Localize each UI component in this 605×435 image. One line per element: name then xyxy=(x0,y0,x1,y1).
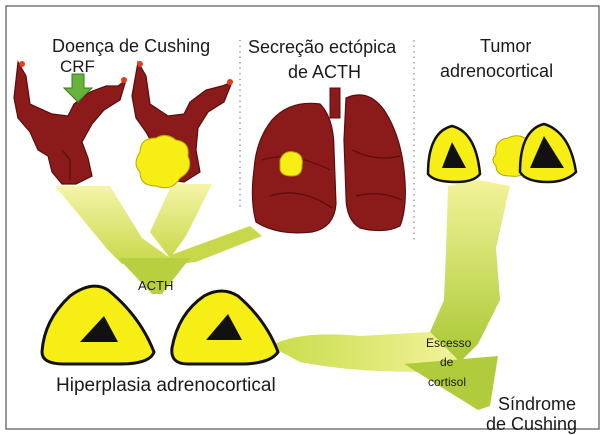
label-hyperplasia: Hiperplasia adrenocortical xyxy=(56,375,276,396)
label-cushing-disease: Doença de Cushing xyxy=(52,36,210,56)
label-tumor-line2: adrenocortical xyxy=(440,61,553,81)
label-ectopic-line1: Secreção ectópica xyxy=(248,37,397,57)
label-excess-line3: cortisol xyxy=(428,375,466,389)
label-syndrome-line1: Síndrome xyxy=(498,394,576,414)
label-acth: ACTH xyxy=(138,278,173,293)
label-crf: CRF xyxy=(60,57,95,76)
label-syndrome-line2: de Cushing xyxy=(486,414,577,434)
label-excess-line2: de xyxy=(440,355,454,369)
label-ectopic-line2: de ACTH xyxy=(288,62,361,82)
label-excess-line1: Escesso xyxy=(426,336,472,350)
label-tumor-line1: Tumor xyxy=(480,36,531,56)
lung-tumor-icon xyxy=(280,152,302,176)
